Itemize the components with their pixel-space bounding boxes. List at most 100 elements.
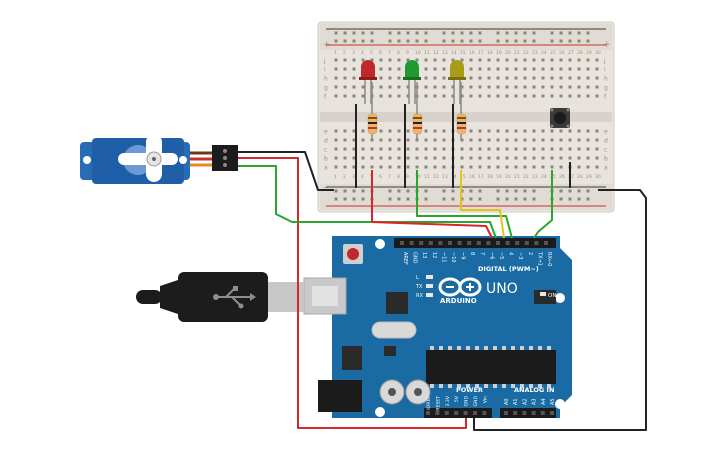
analog-pin-hole[interactable]	[504, 411, 508, 415]
digital-pin-hole[interactable]	[467, 241, 472, 245]
power-pin-label: RESET	[435, 396, 441, 411]
resistor-red-led[interactable]	[367, 82, 378, 140]
power-pin-label: Vin	[482, 396, 488, 403]
push-button[interactable]	[550, 108, 570, 128]
digital-pin-hole[interactable]	[515, 241, 520, 245]
onboard-led	[426, 275, 433, 279]
power-pin-hole[interactable]	[444, 411, 449, 415]
analog-pin-label: A4	[541, 398, 547, 405]
led-green[interactable]	[403, 60, 421, 104]
column-number-top: 12	[433, 50, 439, 56]
power-pin-hole[interactable]	[454, 411, 459, 415]
digital-pin-hole[interactable]	[534, 241, 539, 245]
column-number-top: 23	[532, 50, 538, 56]
column-number-top: 10	[415, 50, 421, 56]
onboard-led-label: RX	[416, 293, 423, 299]
analog-pin-hole[interactable]	[540, 411, 545, 415]
column-number-bottom: 28	[577, 174, 583, 180]
digital-pin-hole[interactable]	[486, 241, 491, 245]
digital-pin-hole[interactable]	[428, 241, 433, 245]
wires	[238, 151, 647, 431]
column-number-bottom: 29	[586, 174, 592, 180]
column-number-top: 3	[352, 50, 355, 56]
digital-pin-label: 8	[469, 252, 475, 255]
row-letter-right: c	[604, 147, 607, 154]
power-pin-label: GND	[473, 396, 479, 407]
digital-pin-label: 4	[508, 252, 514, 255]
column-number-bottom: 8	[397, 174, 400, 180]
column-number-bottom: 2	[343, 174, 346, 180]
analog-pin-hole[interactable]	[531, 411, 536, 415]
column-number-bottom: 17	[478, 174, 484, 180]
column-number-bottom: 6	[379, 174, 382, 180]
row-letter-right: e	[604, 129, 608, 136]
power-title: POWER	[456, 386, 483, 394]
analog-pin-label: A1	[513, 398, 519, 405]
digital-pin-hole[interactable]	[400, 241, 404, 245]
resistor-yellow-led[interactable]	[456, 82, 467, 140]
row-letter-right: h	[604, 76, 608, 83]
wire-servo-signal	[238, 165, 497, 239]
digital-pin-hole[interactable]	[419, 241, 424, 245]
power-pin-hole[interactable]	[426, 411, 430, 415]
column-number-top: 28	[577, 50, 583, 56]
led-yellow[interactable]	[448, 60, 466, 104]
onboard-led-label: L	[416, 275, 419, 281]
row-letter-left: d	[324, 138, 328, 145]
column-number-bottom: 22	[523, 174, 529, 180]
digital-pin-label: ~5	[498, 252, 504, 259]
column-number-top: 5	[370, 50, 373, 56]
on-label: ON	[548, 293, 556, 299]
digital-pin-hole[interactable]	[409, 241, 414, 245]
column-number-bottom: 7	[388, 174, 391, 180]
analog-pin-hole[interactable]	[522, 411, 527, 415]
column-number-top: 27	[568, 50, 574, 56]
digital-pin-hole[interactable]	[505, 241, 510, 245]
wire-button-signal	[533, 170, 553, 239]
servo-motor[interactable]	[80, 134, 238, 184]
power-pin-label: 5V	[454, 395, 460, 402]
digital-pin-hole[interactable]	[496, 241, 500, 245]
digital-pin-hole[interactable]	[544, 241, 548, 245]
column-number-top: 24	[541, 50, 547, 56]
column-number-bottom: 23	[532, 174, 538, 180]
analog-pin-hole[interactable]	[513, 411, 518, 415]
column-number-top: 4	[361, 50, 364, 56]
resistor-green-led[interactable]	[412, 82, 423, 140]
analog-pin-hole[interactable]	[550, 411, 554, 415]
analog-title: ANALOG IN	[514, 386, 554, 394]
digital-pin-hole[interactable]	[457, 241, 462, 245]
row-letter-left: h	[324, 76, 328, 83]
power-pin-hole[interactable]	[435, 411, 440, 415]
digital-pin-hole[interactable]	[476, 241, 481, 245]
digital-pin-hole[interactable]	[448, 241, 452, 245]
power-pin-hole[interactable]	[463, 411, 468, 415]
column-number-top: 13	[442, 50, 448, 56]
reset-button[interactable]	[343, 244, 363, 264]
digital-pin-hole[interactable]	[438, 241, 443, 245]
wire-green-led	[416, 170, 513, 239]
column-number-top: 29	[586, 50, 592, 56]
analog-pin-label: A0	[504, 398, 510, 405]
ground-jumpers	[355, 104, 571, 188]
column-number-top: 14	[451, 50, 457, 56]
column-number-top: 22	[523, 50, 529, 56]
column-number-bottom: 19	[496, 174, 502, 180]
breadboard-holes	[334, 31, 599, 201]
svg-text:+: +	[323, 40, 331, 50]
digital-pin-hole[interactable]	[524, 241, 529, 245]
power-pin-hole[interactable]	[473, 411, 477, 415]
servo-horn-icon	[118, 134, 178, 182]
column-number-bottom: 15	[460, 174, 466, 180]
power-pin-hole[interactable]	[482, 411, 487, 415]
wire-red-led	[371, 170, 493, 239]
column-number-bottom: 11	[424, 174, 430, 180]
digital-pin-label: 2	[527, 252, 533, 255]
led-red[interactable]	[359, 60, 377, 104]
row-letter-right: g	[604, 85, 608, 92]
row-letter-left: e	[324, 129, 328, 136]
